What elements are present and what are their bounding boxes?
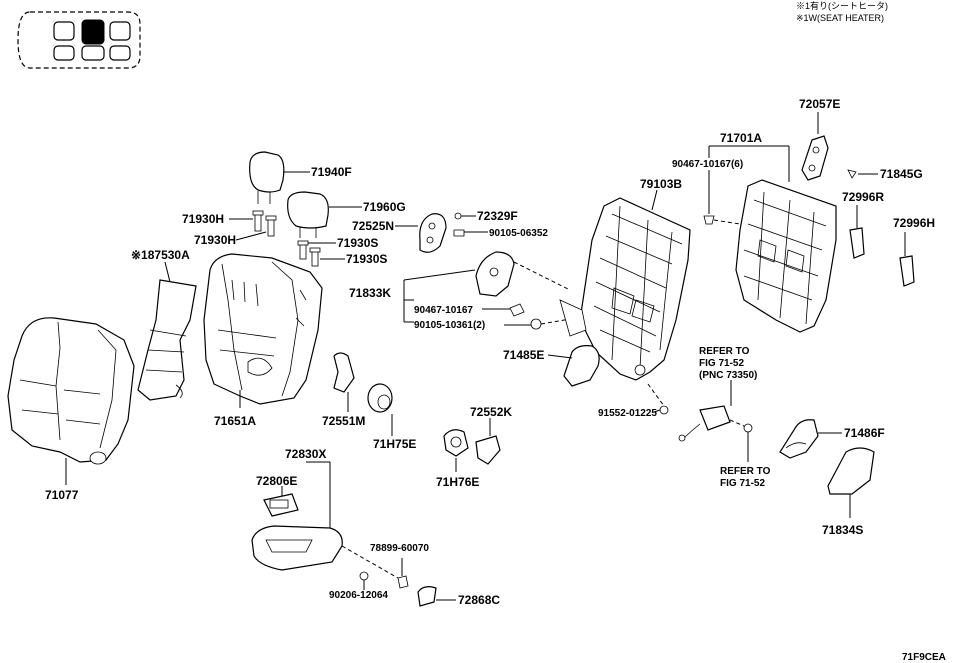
label-90105-06352[interactable]: 90105-06352	[489, 228, 548, 239]
highlighted-seat	[81, 19, 105, 45]
label-71930H-a[interactable]: 71930H	[182, 212, 224, 226]
label-71930S-a[interactable]: 71930S	[337, 236, 378, 250]
seatback-frame-part	[559, 189, 691, 381]
headrest-guides-h	[229, 210, 277, 241]
label-72996H[interactable]: 72996H	[893, 216, 935, 230]
ref1-line2: FIG 71-52	[699, 358, 744, 369]
label-71485E[interactable]: 71485E	[503, 348, 544, 362]
label-71940F[interactable]: 71940F	[311, 165, 352, 179]
label-72830X[interactable]: 72830X	[285, 447, 326, 461]
seat-position-map	[17, 11, 141, 69]
knob-71H76E-part	[443, 429, 469, 472]
label-72996R[interactable]: 72996R	[842, 190, 884, 204]
label-71H76E[interactable]: 71H76E	[436, 475, 479, 489]
label-72868C[interactable]: 72868C	[458, 593, 500, 607]
label-87530A[interactable]: ※187530A	[131, 248, 190, 262]
label-71077[interactable]: 71077	[45, 488, 79, 502]
note-line-2: ※1W(SEAT HEATER)	[796, 13, 884, 23]
ref1-line1: REFER TO	[699, 346, 750, 357]
recliner-bracket-part	[403, 251, 577, 330]
hinge-bracket-part	[395, 212, 488, 253]
ref1-line3: (PNC 73350)	[699, 370, 757, 381]
seatback-cover-part	[7, 317, 135, 485]
ref2-line2: FIG 71-52	[720, 478, 765, 489]
ref2-line1: REFER TO	[720, 466, 771, 477]
knob-71H75E-part	[367, 383, 393, 436]
label-72806E[interactable]: 72806E	[256, 474, 297, 488]
label-90467-10167-6[interactable]: 90467-10167(6)	[672, 159, 743, 170]
label-90206-12064[interactable]: 90206-12064	[329, 590, 388, 601]
label-72057E[interactable]: 72057E	[799, 97, 840, 111]
label-72329F[interactable]: 72329F	[477, 209, 518, 223]
label-71701A[interactable]: 71701A	[720, 131, 762, 145]
label-71H75E[interactable]: 71H75E	[373, 437, 416, 451]
seatback-board-part	[703, 145, 837, 333]
seat-heater-part	[137, 261, 197, 401]
clip-part	[847, 169, 878, 179]
cover-71834S-part	[827, 447, 875, 518]
label-71486F[interactable]: 71486F	[844, 426, 885, 440]
label-91552-01225[interactable]: 91552-01225	[598, 408, 657, 419]
note-line-1: ※1有り(シートヒータ)	[796, 0, 888, 11]
striker-part	[801, 112, 829, 181]
label-78899-60070[interactable]: 78899-60070	[370, 543, 429, 554]
label-71834S[interactable]: 71834S	[822, 523, 863, 537]
cover-r-part	[849, 205, 865, 259]
label-72525N[interactable]: 72525N	[352, 219, 394, 233]
label-72552K[interactable]: 72552K	[470, 405, 512, 419]
armrest-part	[251, 461, 456, 607]
label-71651A[interactable]: 71651A	[214, 414, 256, 428]
label-71960G[interactable]: 71960G	[363, 200, 406, 214]
label-79103B[interactable]: 79103B	[640, 177, 682, 191]
label-71930H-b[interactable]: 71930H	[194, 233, 236, 247]
headrest-rear-part	[287, 191, 362, 238]
cover-72551M-part	[333, 352, 355, 412]
label-71845G[interactable]: 71845G	[880, 167, 923, 181]
figure-code: 71F9CEA	[902, 652, 946, 663]
headrest-part	[249, 151, 310, 204]
cover-71486F-part	[779, 419, 842, 459]
headrest-guides-s	[297, 240, 345, 267]
side-cover-part	[547, 345, 600, 387]
label-90467-10167-a[interactable]: 90467-10167	[414, 305, 473, 316]
label-72551M[interactable]: 72551M	[322, 414, 365, 428]
label-90105-10361[interactable]: 90105-10361(2)	[414, 320, 485, 331]
seatback-pad-part	[203, 253, 323, 408]
harness-part	[647, 380, 753, 462]
label-71833K[interactable]: 71833K	[349, 286, 391, 300]
cover-h-part	[899, 232, 915, 287]
cover-72552K-part	[475, 418, 501, 465]
label-71930S-b[interactable]: 71930S	[346, 252, 387, 266]
